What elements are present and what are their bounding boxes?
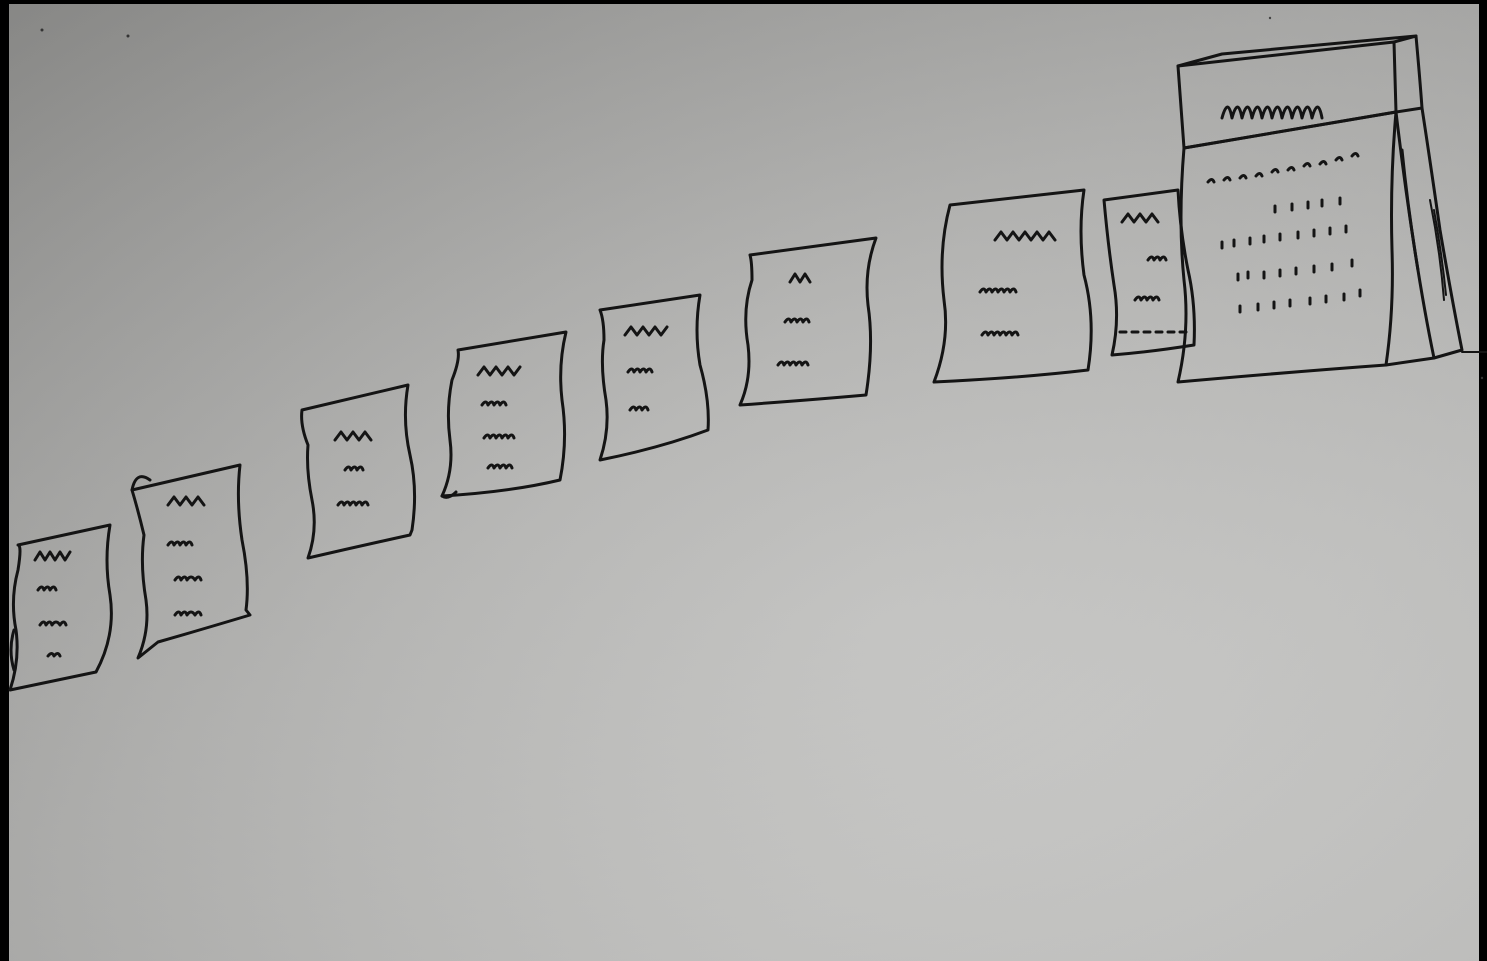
right-border: [1479, 0, 1487, 961]
speck: [41, 29, 44, 32]
speck: [127, 35, 130, 38]
left-border: [0, 0, 9, 961]
top-border: [0, 0, 1487, 4]
speck: [1269, 17, 1271, 19]
speck: [1481, 377, 1483, 379]
